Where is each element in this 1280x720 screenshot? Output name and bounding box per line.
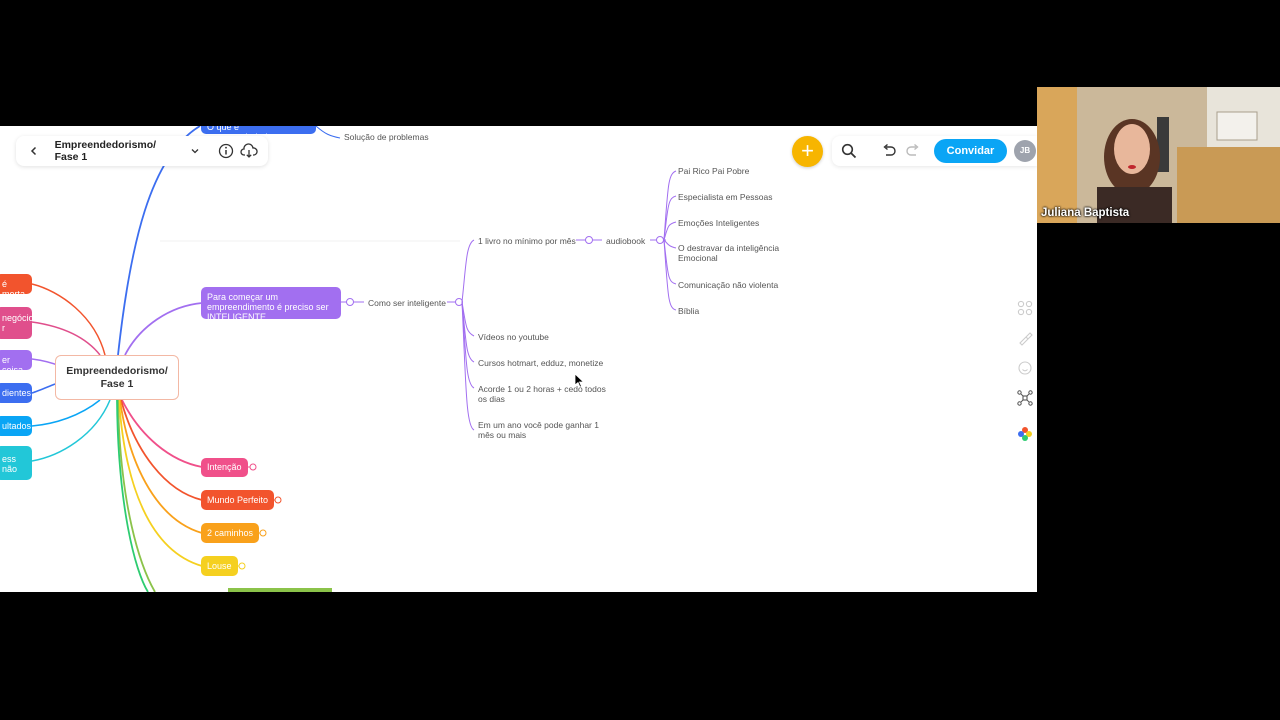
brush-icon[interactable] [1016, 330, 1034, 348]
branch-livro[interactable]: 1 livro no mínimo por mês [478, 236, 576, 246]
left-node-5[interactable]: ultados [0, 416, 32, 436]
book-5[interactable]: Comunicação não violenta [678, 280, 779, 290]
emoji-icon[interactable] [1016, 360, 1034, 378]
participant-video: Juliana Baptista [1037, 87, 1280, 223]
left-node-4[interactable]: dientes [0, 383, 32, 403]
left-node-2[interactable]: negócio r [0, 307, 34, 339]
invite-button[interactable]: Convidar [934, 139, 1007, 163]
mindmap-connectors [31, 126, 677, 592]
book-4[interactable]: O destravar da inteligência Emocional [678, 243, 780, 263]
participant-name: Juliana Baptista [1041, 207, 1130, 219]
branch-acorde[interactable]: Acorde 1 ou 2 horas + cedo todos os dias [478, 384, 606, 404]
document-toolbar: Empreendedorismo/ Fase 1 [16, 136, 268, 166]
search-icon[interactable] [840, 142, 858, 160]
node-intencao[interactable]: Intenção [201, 458, 248, 477]
node-louse[interactable]: Louse [201, 556, 238, 576]
document-title[interactable]: Empreendedorismo/ Fase 1 [54, 139, 157, 163]
layout-icon[interactable] [1016, 300, 1034, 318]
theme-palette-icon[interactable] [1016, 426, 1034, 444]
mouse-cursor-icon [575, 374, 585, 388]
main-branch-node[interactable]: Para começar um empreendimento é preciso… [201, 287, 341, 322]
top-partial-node[interactable]: O que é empreendedorismo [201, 126, 316, 134]
node-2-caminhos[interactable]: 2 caminhos [201, 523, 260, 543]
back-chevron-icon[interactable] [26, 142, 43, 160]
book-6[interactable]: Bíblia [678, 306, 700, 316]
central-topic[interactable]: Empreendedorismo/ Fase 1 [55, 355, 179, 400]
book-3[interactable]: Emoções Inteligentes [678, 218, 760, 228]
chevron-down-icon[interactable] [187, 142, 204, 160]
node-mundo-perfeito[interactable]: Mundo Perfeito [201, 490, 275, 510]
redo-icon[interactable] [904, 142, 922, 160]
sub-node-como-ser[interactable]: Como ser inteligente [368, 298, 446, 308]
branch-cursos[interactable]: Cursos hotmart, edduz, monetize [478, 358, 604, 368]
user-avatar[interactable]: JB [1014, 140, 1036, 162]
side-toolbar [1012, 294, 1037, 454]
left-node-3[interactable]: er coisa [0, 350, 32, 375]
audiobook-node[interactable]: audiobook [606, 236, 646, 246]
left-node-6[interactable]: ess não [0, 446, 32, 480]
cloud-download-icon[interactable] [240, 142, 258, 160]
left-node-1[interactable]: é morta [0, 274, 32, 299]
branch-videos[interactable]: Vídeos no youtube [478, 332, 549, 342]
branch-ano[interactable]: Em um ano você pode ganhar 1 mês ou mais [478, 420, 599, 440]
undo-icon[interactable] [880, 142, 898, 160]
mindmap-canvas[interactable]: O que é empreendedorismo Solução de prob… [0, 126, 1037, 592]
participant-video-frame [1037, 87, 1280, 223]
top-sub-node[interactable]: Solução de problemas [344, 132, 429, 142]
structure-icon[interactable] [1016, 390, 1034, 408]
book-2[interactable]: Especialista em Pessoas [678, 192, 773, 202]
book-1[interactable]: Pai Rico Pai Pobre [678, 166, 750, 176]
info-icon[interactable] [217, 142, 234, 160]
add-button[interactable]: + [792, 136, 823, 167]
